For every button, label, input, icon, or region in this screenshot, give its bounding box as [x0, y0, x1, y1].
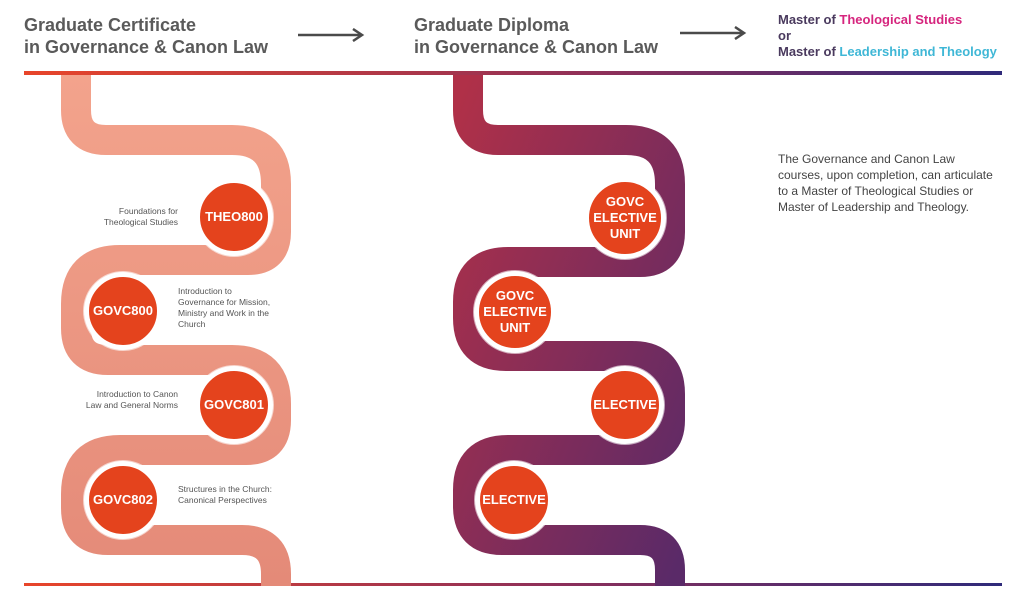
- certificate-title-line2: in Governance & Canon Law: [24, 37, 269, 57]
- masters-prefix: Master of: [778, 44, 840, 59]
- unit-node-theo800: THEO800: [195, 178, 273, 256]
- unit-description: Introduction to Canon Law and General No…: [85, 389, 178, 410]
- bottom-divider: [24, 583, 1002, 586]
- masters-option-2: Master of Leadership and Theology: [778, 44, 997, 60]
- masters-leadership-theology: Leadership and Theology: [839, 44, 997, 59]
- masters-theological-studies: Theological Studies: [839, 12, 963, 27]
- unit-description: Structures in the Church: Canonical Pers…: [178, 484, 273, 505]
- unit-node-govc800: GOVC800: [84, 272, 162, 350]
- unit-description: Introduction to Governance for Mission, …: [178, 286, 271, 329]
- unit-node-govc-elective-2: GOVC ELECTIVE UNIT: [474, 271, 556, 353]
- certificate-title-line1: Graduate Certificate: [24, 15, 197, 35]
- masters-prefix: Master of: [778, 12, 840, 27]
- unit-description: Foundations for Theological Studies: [103, 206, 178, 227]
- unit-node-govc801: GOVC801: [195, 366, 273, 444]
- masters-options: Master of Theological Studies or Master …: [778, 12, 997, 60]
- masters-option-1: Master of Theological Studies: [778, 12, 997, 28]
- diploma-title-line2: in Governance & Canon Law: [414, 37, 659, 57]
- unit-node-govc-elective-1: GOVC ELECTIVE UNIT: [584, 177, 666, 259]
- arrow-right-icon: [680, 26, 747, 40]
- arrow-right-icon: [298, 28, 365, 42]
- unit-node-govc802: GOVC802: [84, 461, 162, 539]
- diploma-title-line1: Graduate Diploma: [414, 15, 570, 35]
- top-divider: [24, 71, 1002, 75]
- certificate-ribbon: [61, 75, 291, 589]
- masters-or: or: [778, 28, 791, 43]
- certificate-title: Graduate Certificate in Governance & Can…: [24, 14, 268, 58]
- diploma-ribbon: [453, 75, 685, 586]
- unit-node-elective-2: ELECTIVE: [475, 461, 553, 539]
- unit-node-elective-1: ELECTIVE: [586, 366, 664, 444]
- articulation-note: The Governance and Canon Law courses, up…: [778, 152, 993, 214]
- diploma-title: Graduate Diploma in Governance & Canon L…: [414, 14, 658, 58]
